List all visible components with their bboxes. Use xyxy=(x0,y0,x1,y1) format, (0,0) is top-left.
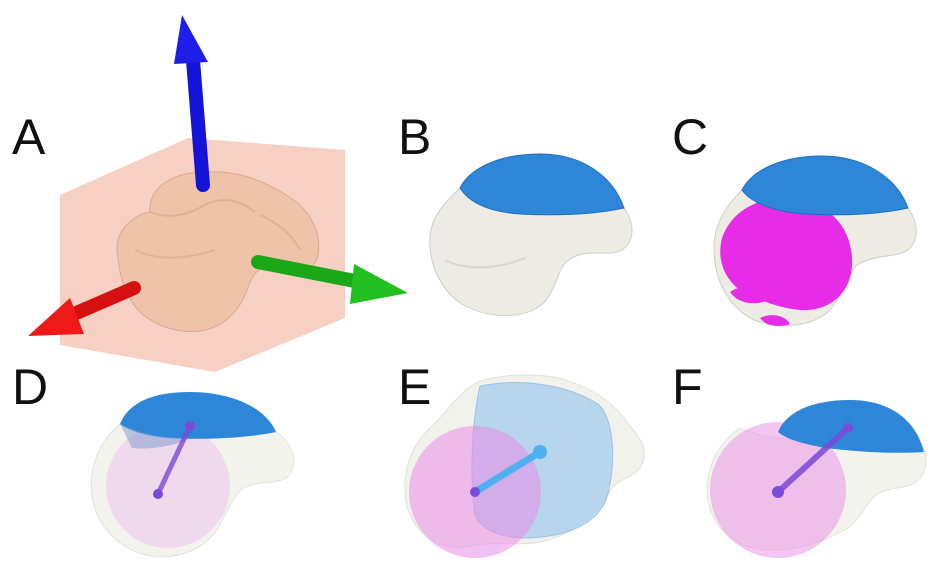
panel-label-a: A xyxy=(12,112,45,162)
articular-surface-blue-d xyxy=(120,392,276,439)
panel-label-f: F xyxy=(672,362,703,412)
panel-label-e: E xyxy=(398,362,431,412)
panel-label-b: B xyxy=(398,112,431,162)
panel-c-art xyxy=(714,156,916,326)
panel-a-art xyxy=(28,15,408,372)
panel-b-art xyxy=(430,154,632,316)
panel-e-art xyxy=(405,375,644,558)
panel-label-c: C xyxy=(672,112,708,162)
panel-d-art xyxy=(91,392,294,557)
panel-f-art xyxy=(707,400,926,558)
panel-label-d: D xyxy=(12,362,48,412)
articular-surface-blue xyxy=(460,154,624,215)
articular-surface-blue-c xyxy=(742,156,908,215)
